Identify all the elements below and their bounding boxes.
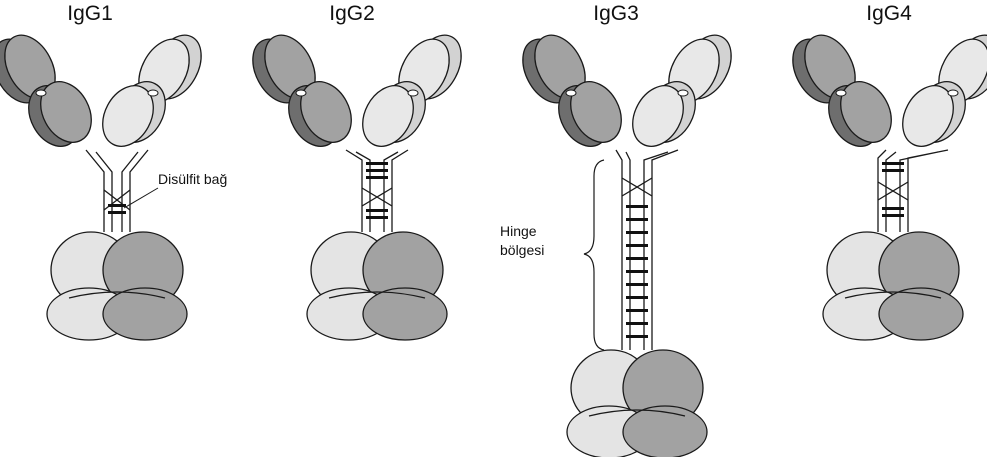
antibody-igg2 — [243, 27, 472, 340]
antibody-igg4 — [783, 27, 987, 340]
hinge-label-line2: bölgesi — [500, 241, 544, 260]
antibody-igg3 — [513, 27, 742, 457]
disulfide-bond-label: Disülfit bağ — [158, 170, 227, 189]
hinge-brace — [584, 160, 604, 350]
hinge-label-line1: Hinge — [500, 222, 537, 241]
igg3-disulfide-bonds — [626, 205, 648, 338]
